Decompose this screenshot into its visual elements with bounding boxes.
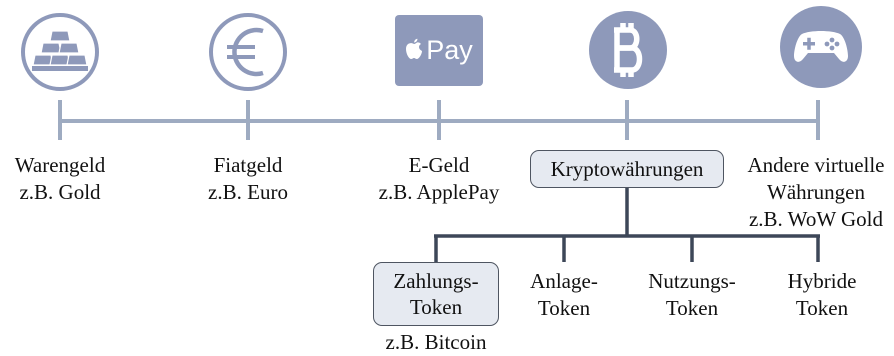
category-example: z.B. ApplePay bbox=[378, 180, 500, 204]
bitcoin-icon bbox=[589, 11, 667, 89]
token-nutzung: Nutzungs- Token bbox=[632, 268, 752, 322]
gold-bars-icon bbox=[21, 13, 99, 91]
token-zahlung-example: z.B. Bitcoin bbox=[385, 330, 487, 354]
token-line2: Token bbox=[409, 295, 463, 319]
category-virtuell: Andere virtuelle Währungen z.B. WoW Gold bbox=[738, 152, 894, 233]
category-warengeld: Warengeld z.B. Gold bbox=[0, 152, 120, 206]
apple-pay-text: Pay bbox=[426, 35, 473, 65]
token-zahlung-box: Zahlungs- Token bbox=[373, 262, 499, 326]
token-line1: Anlage- bbox=[530, 269, 598, 293]
category-label: E-Geld bbox=[408, 153, 470, 177]
apple-pay-icon: Pay bbox=[395, 15, 483, 86]
category-label: Fiatgeld bbox=[213, 153, 283, 177]
kryptowaehrungen-box: Kryptowährungen bbox=[530, 150, 724, 188]
gamepad-icon bbox=[780, 6, 862, 88]
token-line2: Token bbox=[665, 296, 719, 320]
token-line2: Token bbox=[795, 296, 849, 320]
category-label: Warengeld bbox=[14, 153, 106, 177]
category-example: z.B. Euro bbox=[208, 180, 288, 204]
token-line1: Hybride bbox=[787, 269, 857, 293]
category-fiatgeld: Fiatgeld z.B. Euro bbox=[188, 152, 308, 206]
category-label-line2: Währungen bbox=[767, 180, 865, 204]
euro-icon bbox=[209, 13, 287, 91]
category-label-line1: Andere virtuelle bbox=[747, 153, 885, 177]
category-label: Kryptowährungen bbox=[550, 156, 704, 181]
category-example: z.B. Gold bbox=[19, 180, 101, 204]
category-example: z.B. WoW Gold bbox=[748, 207, 884, 231]
token-line1: Zahlungs- bbox=[393, 269, 479, 293]
apple-logo-icon bbox=[406, 38, 423, 59]
token-line1: Nutzungs- bbox=[648, 269, 736, 293]
token-line2: Token bbox=[537, 296, 591, 320]
category-egeld: E-Geld z.B. ApplePay bbox=[364, 152, 514, 206]
token-hybrid: Hybride Token bbox=[762, 268, 882, 322]
token-anlage: Anlage- Token bbox=[504, 268, 624, 322]
